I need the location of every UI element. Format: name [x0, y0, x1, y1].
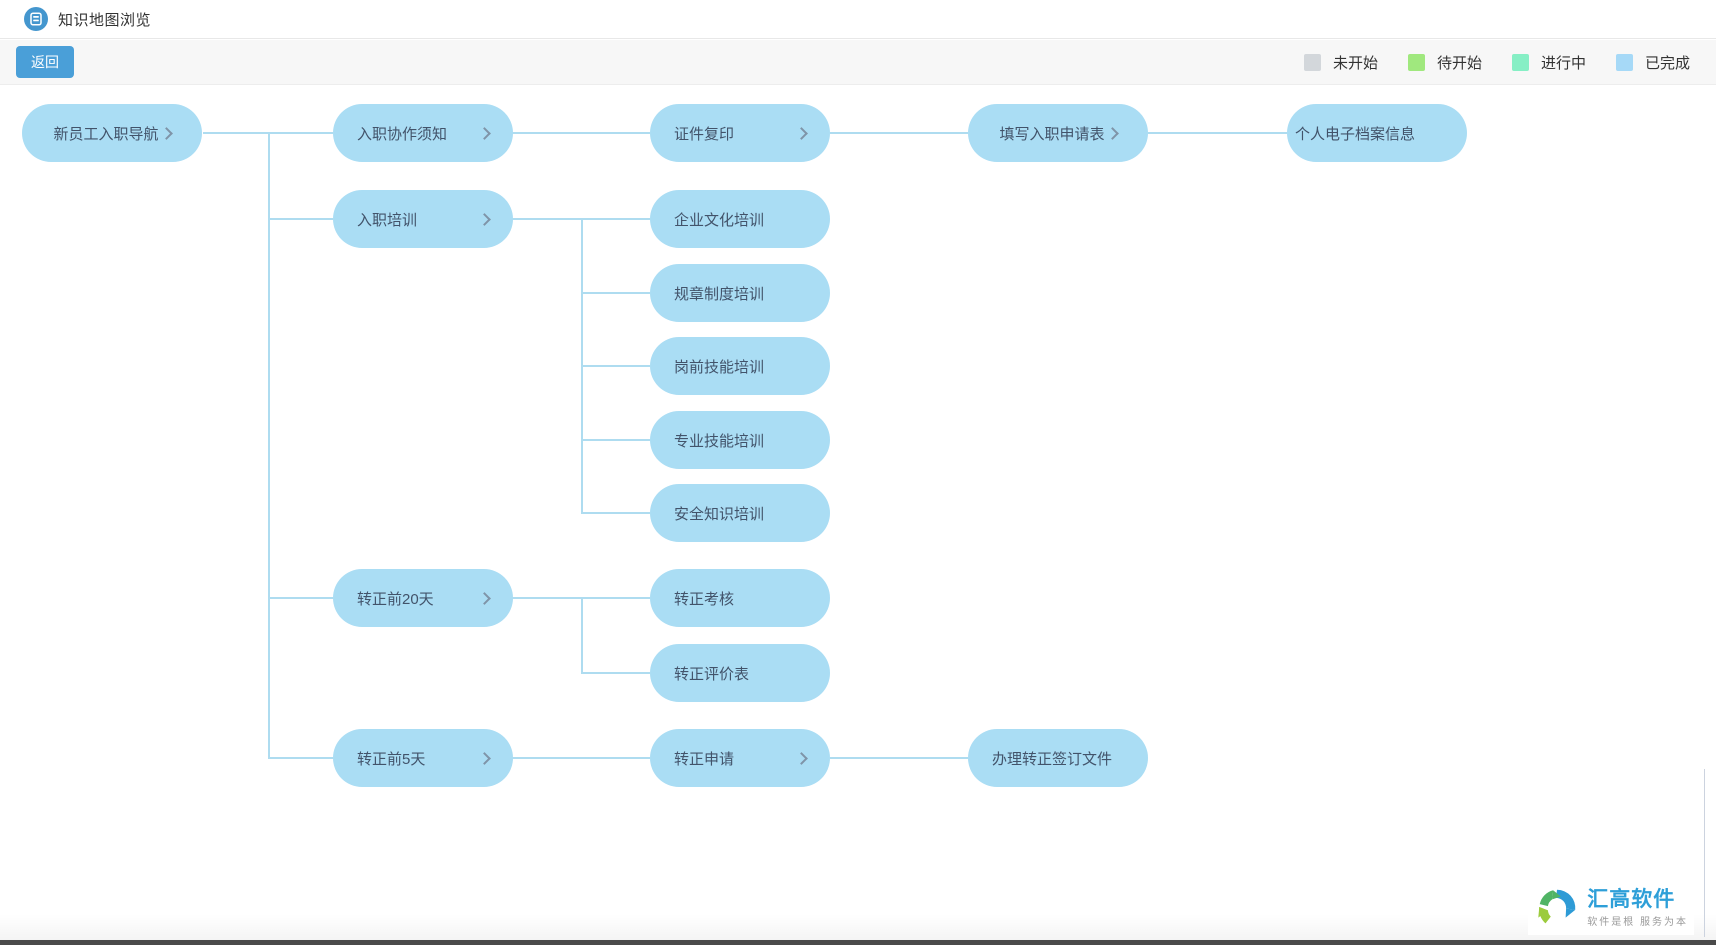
map-node[interactable]: 转正评价表 — [650, 644, 830, 702]
chevron-right-icon — [478, 126, 491, 140]
map-node[interactable]: 入职协作须知 — [333, 104, 513, 162]
map-node[interactable]: 转正前5天 — [333, 729, 513, 787]
chevron-right-icon — [159, 126, 173, 140]
status-legend: 未开始 待开始 进行中 已完成 — [1303, 52, 1690, 73]
window-bottom-edge — [0, 940, 1716, 945]
legend-item-in-progress: 进行中 — [1511, 52, 1586, 73]
connector — [830, 757, 968, 759]
map-node[interactable]: 办理转正签订文件 — [968, 729, 1148, 787]
map-node[interactable]: 安全知识培训 — [650, 484, 830, 542]
legend-item-waiting: 待开始 — [1407, 52, 1482, 73]
chevron-right-icon — [795, 126, 808, 140]
chevron-right-icon — [1105, 126, 1119, 140]
connector — [582, 512, 650, 514]
map-node[interactable]: 转正前20天 — [333, 569, 513, 627]
connector — [512, 757, 650, 759]
notebook-icon — [24, 7, 48, 31]
map-node[interactable]: 岗前技能培训 — [650, 337, 830, 395]
vendor-name: 汇高软件 — [1587, 887, 1676, 911]
connector — [268, 132, 270, 759]
map-node-root[interactable]: 新员工入职导航 — [22, 104, 202, 162]
page-title: 知识地图浏览 — [58, 11, 152, 29]
status-swatch-done — [1615, 53, 1633, 71]
map-node[interactable]: 证件复印 — [650, 104, 830, 162]
status-swatch-waiting — [1407, 53, 1425, 71]
connector — [269, 597, 333, 599]
back-button[interactable]: 返回 — [16, 46, 74, 78]
chevron-right-icon — [478, 751, 491, 765]
map-node[interactable]: 填写入职申请表 — [968, 104, 1148, 162]
connector — [582, 672, 650, 674]
status-swatch-not-started — [1303, 53, 1321, 71]
connector — [269, 218, 333, 220]
app-header: 知识地图浏览 — [0, 0, 1716, 39]
map-node[interactable]: 入职培训 — [333, 190, 513, 248]
map-node[interactable]: 企业文化培训 — [650, 190, 830, 248]
map-node[interactable]: 转正考核 — [650, 569, 830, 627]
chevron-right-icon — [795, 751, 808, 765]
legend-item-not-started: 未开始 — [1303, 52, 1378, 73]
chevron-right-icon — [478, 212, 491, 226]
map-node[interactable]: 转正申请 — [650, 729, 830, 787]
chevron-right-icon — [478, 591, 491, 605]
connector — [269, 757, 333, 759]
connector — [512, 132, 650, 134]
bottom-fade — [0, 914, 1716, 940]
map-node[interactable]: 专业技能培训 — [650, 411, 830, 469]
connector — [582, 365, 650, 367]
status-swatch-in-progress — [1511, 53, 1529, 71]
toolbar: 返回 未开始 待开始 进行中 已完成 — [0, 40, 1716, 85]
map-node[interactable]: 规章制度培训 — [650, 264, 830, 322]
connector — [1148, 132, 1287, 134]
vendor-logo-icon — [1538, 889, 1576, 924]
legend-item-done: 已完成 — [1615, 52, 1690, 73]
connector — [581, 218, 583, 514]
vendor-text: 汇高软件 软件是根 服务为本 — [1587, 888, 1688, 928]
map-node[interactable]: 个人电子档案信息 — [1287, 104, 1467, 162]
connector — [582, 292, 650, 294]
vendor-watermark: 汇高软件 软件是根 服务为本 — [1528, 881, 1694, 935]
vendor-tagline: 软件是根 服务为本 — [1587, 917, 1688, 929]
connector — [582, 439, 650, 441]
connector — [581, 597, 583, 674]
scrollbar-track[interactable] — [1704, 769, 1705, 937]
connector — [830, 132, 968, 134]
